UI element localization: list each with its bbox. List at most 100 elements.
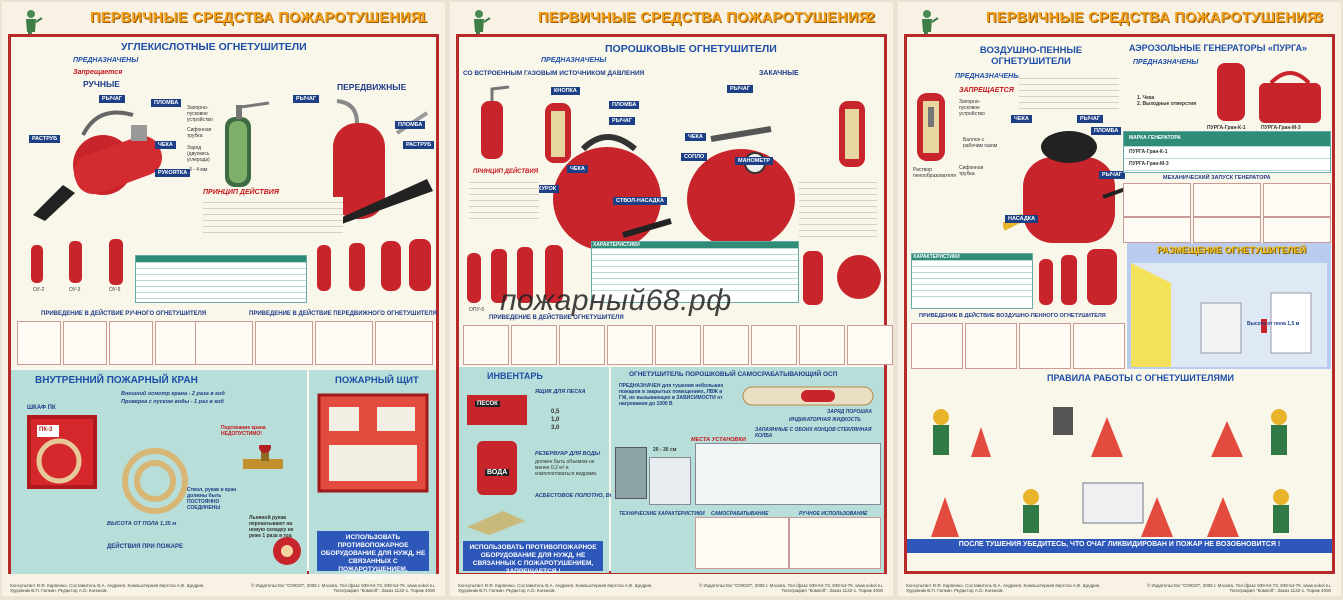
manual-label: РУЧНЫЕ [83, 79, 120, 89]
poster-frame: ПОРОШКОВЫЕ ОГНЕТУШИТЕЛИ ПРЕДНАЗНАЧЕНЫ СО… [456, 34, 893, 575]
part-label: ЧЕКА [567, 165, 588, 173]
extinguisher-cross-section [225, 101, 270, 187]
model-label: ОУ-2 [33, 287, 45, 293]
osp-part: ИНДИКАТОРНАЯ ЖИДКОСТЬ [789, 417, 861, 423]
part-label: МАНОМЕТР [735, 157, 774, 165]
poster-title: ПЕРВИЧНЫЕ СРЕДСТВА ПОЖАРОТУШЕНИЯ [986, 10, 1318, 26]
placement-heading: РАЗМЕЩЕНИЕ ОГНЕТУШИТЕЛЕЙ [1157, 245, 1306, 255]
gap-label: 3 - 4 мм [189, 167, 208, 173]
inventory-heading: ИНВЕНТАРЬ [487, 371, 543, 381]
model-label: ОПУ-5 [469, 307, 485, 313]
poster-number: 1 [418, 9, 427, 26]
poster-title-bar: ПЕРВИЧНЫЕ СРЕДСТВА ПОЖАРОТУШЕНИЯ 1 [2, 6, 445, 40]
part-label: ПЛОМБА [609, 101, 640, 109]
foam-extinguisher-illustration [1003, 131, 1132, 243]
mobile-label: ПЕРЕДВИЖНЫЕ [337, 82, 407, 92]
part-label: ПЛОМБА [395, 121, 426, 129]
osp-part: ЗАПАЯННЫЕ С ОБОИХ КОНЦОВ СТЕКЛЯННАЯ КОЛБ… [755, 427, 872, 439]
sand-label: ПЕСОК [475, 401, 500, 407]
part-label: ЧЕКА [1011, 115, 1032, 123]
principle-text-right [799, 177, 877, 237]
part-label: РУКОЯТКА [155, 169, 191, 177]
volume: 3,0 [551, 425, 560, 431]
foam-heading: ВОЗДУШНО-ПЕННЫЕ ОГНЕТУШИТЕЛИ [979, 45, 1083, 67]
places-label: МЕСТА УСТАНОВКИ [691, 437, 746, 443]
small-extinguisher [481, 85, 510, 159]
part-label: РАСТРУБ [29, 135, 61, 143]
hydrant-cabinet [27, 415, 97, 489]
foam-steps [911, 323, 1125, 369]
powder-models-row [467, 245, 563, 303]
spec-table [591, 241, 799, 303]
cabinet-label: ШКАФ ПК [27, 405, 56, 411]
tech-label: ТЕХНИЧЕСКИЕ ХАРАКТЕРИСТИКИ [619, 511, 705, 517]
watermark: пожарный68.рф [500, 284, 732, 317]
sand-box-label: ЯЩИК ДЛЯ ПЕСКА [535, 389, 586, 395]
mech-start-steps-2 [1123, 217, 1331, 243]
spec-table [135, 255, 307, 303]
reservoir-label: РЕЗЕРВУАР ДЛЯ ВОДЫ [535, 451, 601, 457]
part-text: Раствор пенообразователя [913, 167, 956, 179]
poster-frame: УГЛЕКИСЛОТНЫЕ ОГНЕТУШИТЕЛИ ПРЕДНАЗНАЧЕНЫ… [8, 34, 439, 581]
mobile-steps [195, 321, 433, 365]
forbidden-label: Запрещается [73, 69, 123, 76]
hose-reel [122, 448, 188, 514]
purpose-label: ПРЕДНАЗНАЧЕНЫ [541, 57, 607, 64]
poster-title: ПЕРВИЧНЫЕ СРЕДСТВА ПОЖАРОТУШЕНИЯ [90, 10, 422, 26]
volume: 1,0 [551, 417, 560, 423]
footer-left: Консультант В.Ф. Карпенко. Составитель В… [906, 583, 1101, 593]
gen-table-head: МАРКА ГЕНЕРАТОРА [1129, 135, 1181, 141]
hand-use-label: РУЧНОЕ ИСПОЛЬЗОВАНИЕ [799, 511, 868, 517]
water-label: ВОДА [485, 469, 510, 476]
charge-label: Заряд (двуокись углерода) [187, 145, 210, 163]
gen-label: 2. Выходные отверстия [1137, 101, 1197, 107]
distance-label: 20 - 30 см [653, 447, 677, 453]
part-label: РЫЧАГ [1099, 171, 1126, 179]
part-label: РАСТРУБ [403, 141, 435, 149]
part-label: ЧЕКА [155, 141, 176, 149]
part-label: НАСАДКА [1005, 215, 1039, 223]
hose-note: Льняной рукав перекатывают на новую скла… [249, 515, 294, 539]
right-heading: ЗАКАЧНЫЕ [759, 70, 799, 77]
coupling-icon [273, 537, 301, 565]
step-title: ПРИВЕДЕНИЕ В ДЕЙСТВИЕ ВОЗДУШНО-ПЕННОГО О… [919, 313, 1106, 319]
poster-2: ПЕРВИЧНЫЕ СРЕДСТВА ПОЖАРОТУШЕНИЯ 2 ПОРОШ… [450, 2, 893, 596]
part-label: РЫЧАГ [1077, 115, 1104, 123]
purpose-text [1019, 73, 1119, 109]
hydrant-note: Проверка с пуском воды - 1 раз в год [121, 399, 224, 405]
blanket-icon [467, 511, 525, 535]
height-note: ВЫСОТА ОТ ПОЛА 1,35 м [107, 521, 177, 527]
purpose-label: ПРЕДНАЗНАЧЕНЫ [73, 57, 139, 64]
height-label: Высота от пола 1,5 м [1247, 321, 1300, 327]
bottom-warning-bar: ПОСЛЕ ТУШЕНИЯ УБЕДИТЕСЬ, ЧТО ОЧАГ ЛИКВИД… [907, 539, 1332, 553]
part-text: Баллон с рабочим газом [963, 137, 998, 149]
install-diagram [649, 457, 691, 505]
mech-start-title: МЕХАНИЧЕСКИЙ ЗАПУСК ГЕНЕРАТОРА [1163, 175, 1271, 181]
manual-steps [17, 321, 199, 365]
stored-pressure-extinguisher-illustration [687, 126, 795, 249]
osp-heading: ОГНЕТУШИТЕЛЬ ПОРОШКОВЫЙ САМОСРАБАТЫВАЮЩИ… [629, 371, 838, 378]
gen-model: ПУРГА-Гран-К-1 [1207, 125, 1246, 131]
gen-label: 1. Чека [1137, 95, 1155, 101]
pk-label: ПК-3 [39, 427, 53, 433]
poster-title-bar: ПЕРВИЧНЫЕ СРЕДСТВА ПОЖАРОТУШЕНИЯ 2 [450, 6, 893, 40]
valve-label: Запорно-пусковое устройство [187, 105, 213, 123]
gen-row-name: ПУРГА-Гран-М-3 [1129, 161, 1169, 167]
principle-text [469, 177, 539, 221]
gen-model: ПУРГА-Гран-М-3 [1261, 125, 1301, 131]
gen-row-name: ПУРГА-Гран-К-1 [1129, 149, 1168, 155]
part-label: КНОПКА [551, 87, 580, 95]
big-extinguisher-row [803, 251, 881, 305]
rules-illustrations [931, 407, 1289, 537]
extinguisher-cutaway-right [839, 101, 865, 167]
powder-extinguisher-illustration [553, 134, 672, 251]
extinguisher-large-models-row [317, 239, 431, 291]
footer-right: © Издательство "СОКОЛ", 2006 г. Москва. … [1146, 583, 1331, 593]
part-label: ЧЕКА [685, 133, 706, 141]
part-label: РЫЧАГ [293, 95, 320, 103]
shield-heading: ПОЖАРНЫЙ ЩИТ [335, 375, 419, 386]
poster-number: 2 [866, 9, 875, 26]
part-label: СОПЛО [681, 153, 708, 161]
step-title: ПРИВЕДЕНИЕ В ДЕЙСТВИЕ ОГНЕТУШИТЕЛЯ [489, 315, 624, 321]
section-heading: ПОРОШКОВЫЕ ОГНЕТУШИТЕЛИ [605, 43, 777, 55]
